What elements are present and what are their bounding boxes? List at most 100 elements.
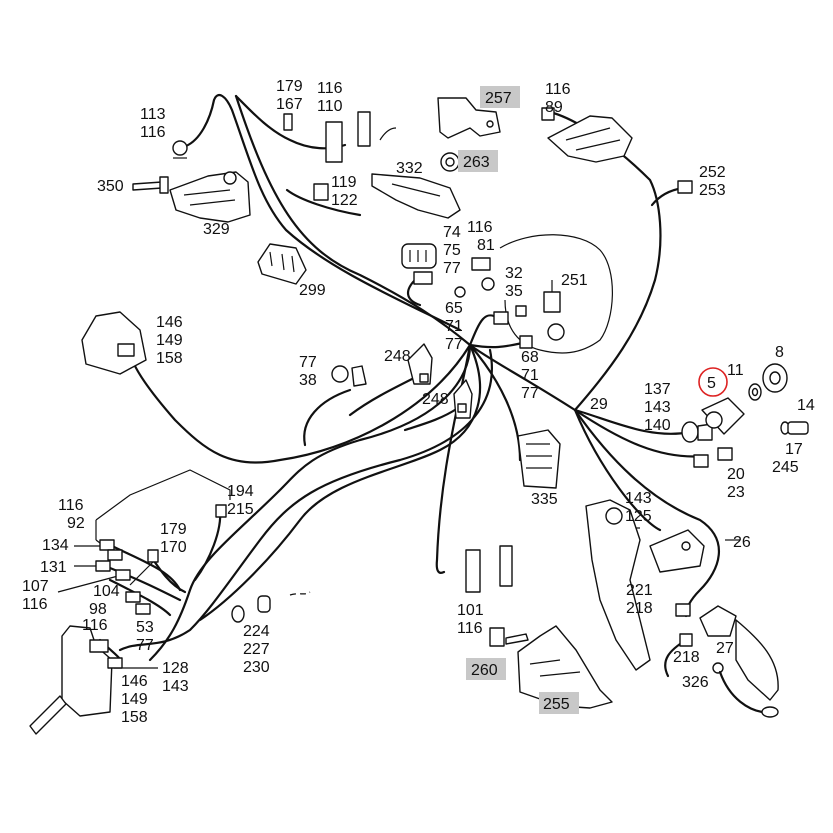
callout-8: 8	[775, 344, 784, 361]
connector-68	[519, 335, 533, 349]
callout-326: 326	[682, 674, 709, 691]
callout-255: 255	[543, 696, 570, 713]
bracket-332	[371, 173, 461, 219]
relay-116b	[357, 111, 371, 147]
pedal-assembly	[585, 499, 651, 671]
clip-77-38	[331, 365, 367, 387]
callout-218: 218	[673, 649, 700, 666]
switch-27	[699, 605, 737, 637]
relay-base-335	[517, 429, 561, 489]
callout-329: 329	[203, 221, 230, 238]
switch-26	[649, 529, 705, 573]
highlight-ring-5	[698, 367, 728, 397]
relay-116a	[325, 121, 343, 163]
connector-194	[215, 504, 227, 518]
connector-98	[125, 591, 141, 603]
actuator-5	[701, 397, 745, 435]
callout-11: 11	[727, 362, 744, 379]
callout-260: 260	[471, 662, 498, 679]
screw-260	[489, 627, 529, 647]
callout-299: 299	[299, 282, 326, 299]
callout-248-upper: 248	[384, 348, 411, 365]
connector-119	[313, 183, 329, 201]
housing-146-lower	[29, 625, 123, 735]
callout-134: 134	[42, 537, 69, 554]
coil-74	[401, 243, 437, 269]
switch-block-116	[541, 107, 633, 163]
callout-251: 251	[561, 272, 588, 289]
switch-251	[543, 280, 561, 313]
bracket-257	[437, 97, 501, 139]
callout-131: 131	[40, 559, 67, 576]
plug-65	[454, 286, 466, 298]
callout-26: 26	[733, 534, 751, 551]
plug-68	[547, 323, 565, 341]
callout-27: 27	[716, 640, 734, 657]
callout-263: 263	[463, 154, 490, 171]
plug-14	[780, 421, 809, 435]
connector-179	[283, 113, 293, 131]
callout-14: 14	[797, 397, 815, 414]
callout-5: 5	[707, 375, 716, 392]
connector-65	[493, 311, 509, 325]
switch-248-upper	[407, 343, 433, 385]
connector-179-170	[147, 549, 159, 563]
round-plug-113	[172, 140, 188, 159]
square-35	[515, 305, 527, 317]
block-299	[257, 243, 307, 285]
nut-8	[762, 363, 788, 393]
connector-74b	[413, 271, 433, 285]
connector-20	[717, 447, 733, 461]
callout-248-lower: 248	[422, 391, 449, 408]
sensor-221	[675, 603, 691, 617]
plug-32	[481, 277, 495, 291]
highlight-boxes	[458, 86, 579, 714]
ground-strap-326	[712, 662, 779, 718]
washer-11	[748, 383, 762, 401]
callout-335: 335	[531, 491, 558, 508]
housing-146-upper	[81, 311, 147, 375]
mount-329	[169, 171, 251, 223]
connector-252	[677, 180, 693, 194]
callout-350: 350	[97, 178, 124, 195]
harness-parts	[29, 97, 809, 735]
connector-20b	[693, 454, 709, 468]
connector-134	[107, 549, 123, 561]
relay-101a	[465, 549, 481, 593]
plugs-224	[231, 595, 271, 623]
connector-116-81	[471, 257, 491, 271]
callout-29: 29	[590, 396, 608, 413]
screw-350	[132, 176, 169, 194]
connector-107	[115, 569, 131, 581]
bracket-right	[735, 619, 779, 701]
connector-218	[679, 633, 693, 647]
relay-101b	[499, 545, 513, 587]
